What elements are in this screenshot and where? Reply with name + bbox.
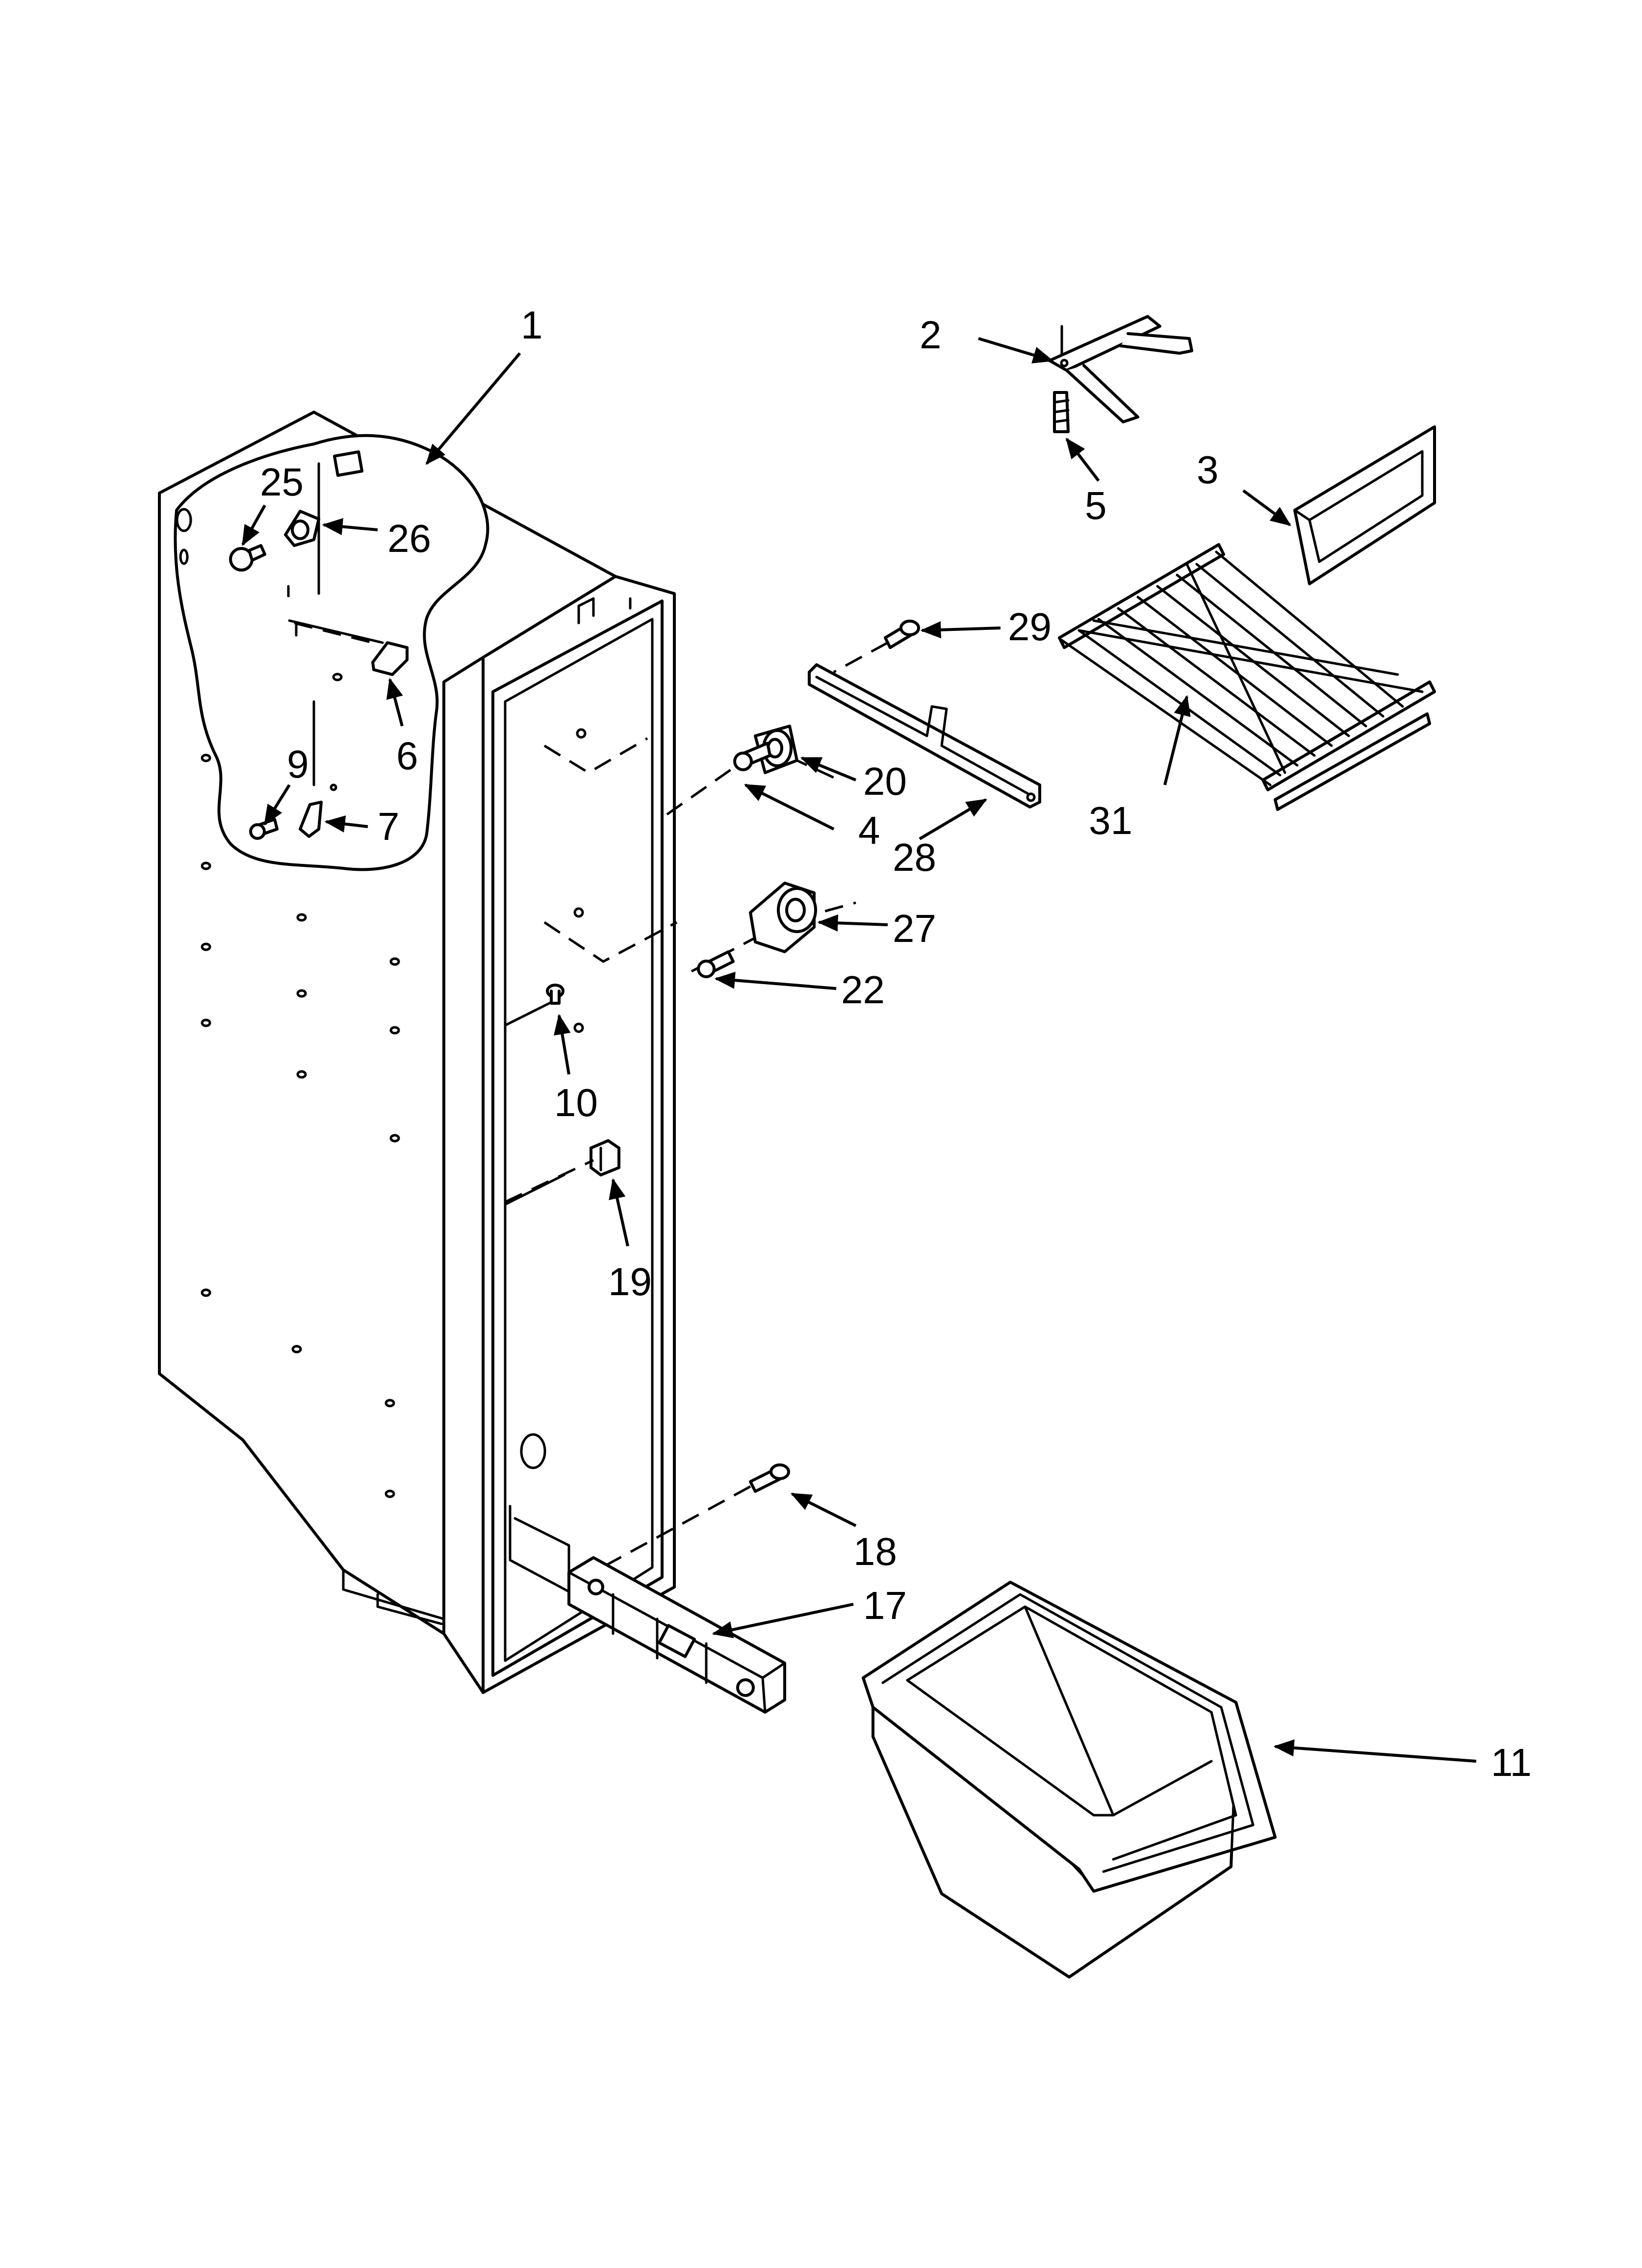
callout-labels: 1 2 3 4 5 6 7 9 10 11 17 18 19 20 22 25 … [260,303,1532,1784]
callout-7: 7 [378,805,400,848]
callout-1: 1 [521,303,543,347]
callout-2: 2 [920,313,942,357]
part-switch [504,1139,620,1203]
callout-29: 29 [1008,605,1052,649]
part-wire-shelf [1058,543,1436,811]
side-wall-holes [176,508,400,1498]
part-screw-5 [1053,391,1070,433]
callout-3: 3 [1197,448,1219,492]
callout-5: 5 [1085,484,1107,527]
part-lamp-bulb [229,544,266,572]
part-bottom-bracket [567,1556,786,1714]
callout-10: 10 [554,1081,598,1124]
part-lower-support [691,882,856,978]
callout-4: 4 [858,808,880,852]
callout-22: 22 [841,968,885,1012]
callout-17: 17 [863,1584,907,1627]
part-liner-cabinet [158,411,678,1694]
part-shelf-trim [1293,425,1436,585]
callout-27: 27 [893,907,936,950]
inner-wall-holes [482,728,587,1469]
part-screw-29 [884,620,920,649]
callout-9: 9 [287,742,309,786]
callout-11: 11 [1491,1741,1532,1784]
part-lamp-socket [284,510,320,547]
part-shelf-bracket [1048,315,1193,423]
callout-leaders [241,337,1477,1763]
part-roller-and-bolt [666,725,835,816]
part-shelf-rail [808,641,1041,808]
part-clip [288,619,409,676]
callout-31: 31 [1089,799,1132,842]
callout-25: 25 [260,460,304,504]
callout-18: 18 [853,1530,897,1573]
part-screw-10 [546,984,564,1005]
callout-19: 19 [608,1260,652,1303]
part-screw-18 [588,1463,790,1576]
part-ice-bin [862,1581,1277,1979]
part-screw-and-bracket [249,783,337,840]
callout-6: 6 [396,734,418,778]
callout-20: 20 [863,759,907,803]
callout-28: 28 [893,835,936,879]
callout-26: 26 [387,517,431,560]
